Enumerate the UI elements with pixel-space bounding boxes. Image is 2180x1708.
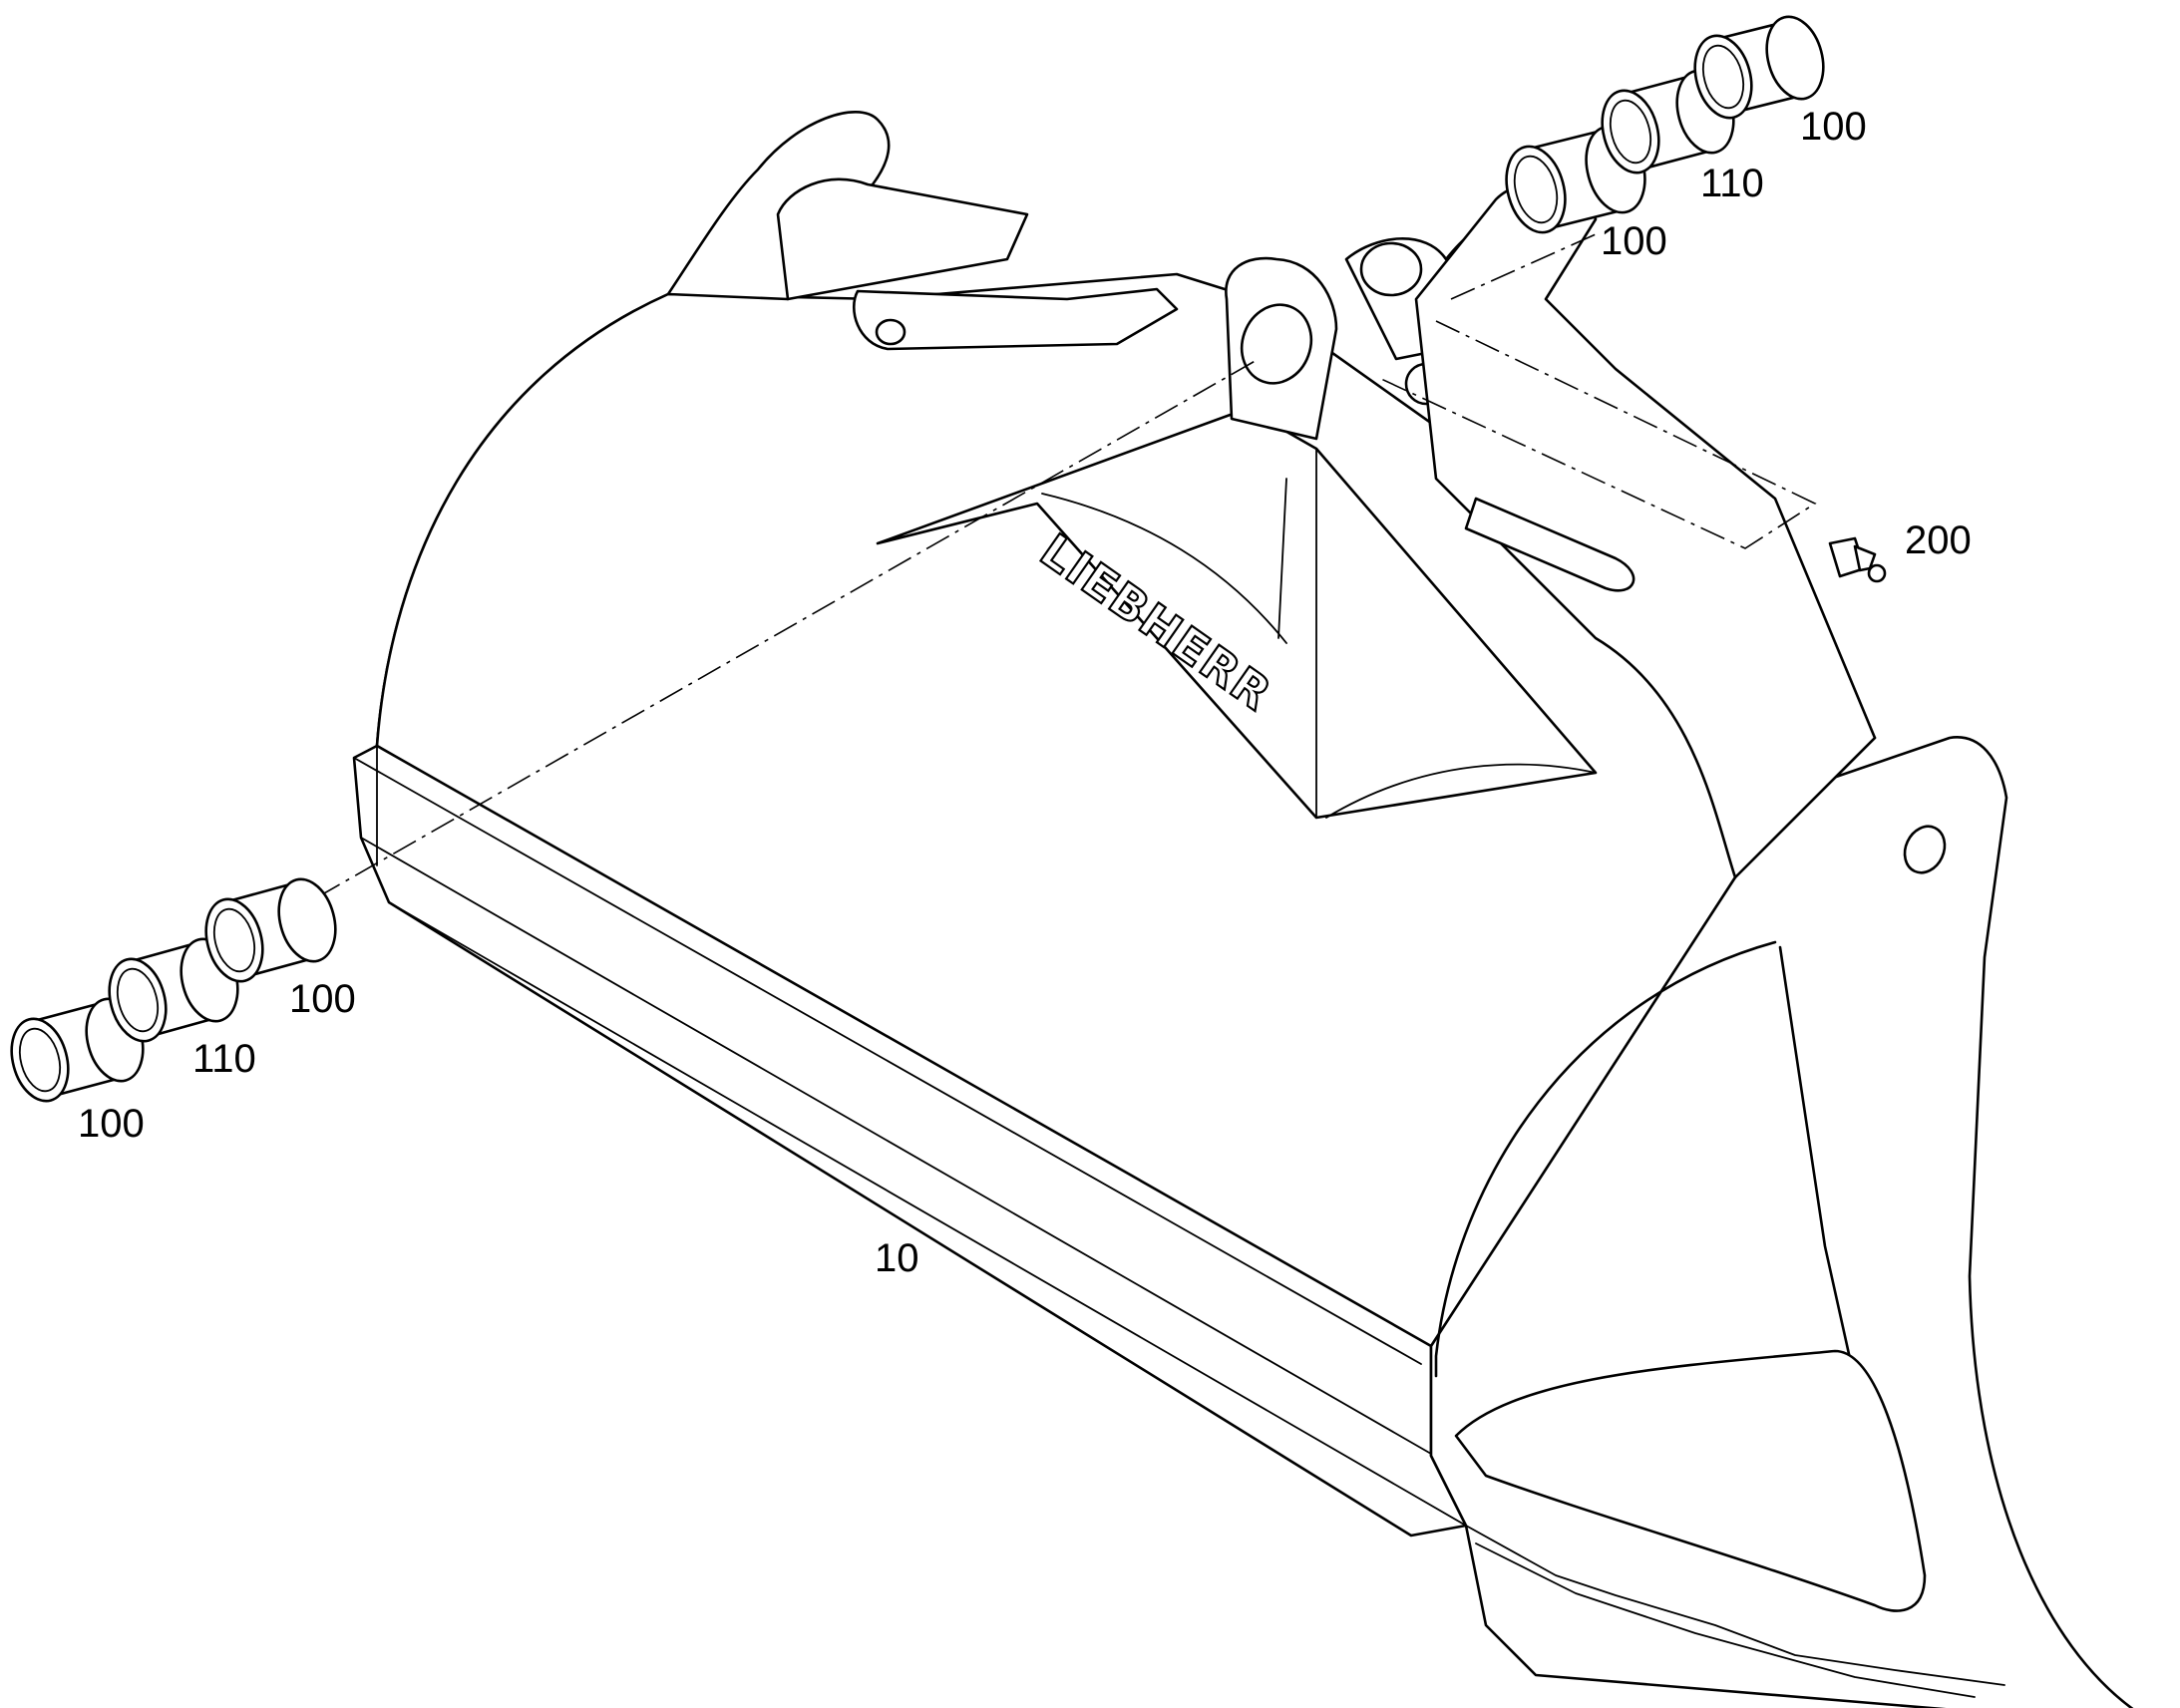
right-bushing-stack xyxy=(1505,15,1825,234)
callout-bushing: 100 xyxy=(289,977,356,1021)
right-lug-bore xyxy=(1359,241,1423,297)
callout-grease-nipple: 200 xyxy=(1905,518,1972,562)
bucket-wear-plate xyxy=(1454,1349,1927,1612)
axis-line-right xyxy=(1380,320,1817,549)
left-boss xyxy=(776,177,1029,301)
bushing-icon xyxy=(204,877,337,983)
callout-bushing: 100 xyxy=(1601,219,1667,263)
callout-bushing: 100 xyxy=(78,1102,145,1146)
left-lug-bore xyxy=(1240,303,1313,385)
left-bushing-stack xyxy=(10,877,337,1103)
callout-bushing: 110 xyxy=(192,1037,256,1081)
link-tab xyxy=(853,287,1179,351)
callout-bushing: 110 xyxy=(1700,162,1764,205)
right-slot xyxy=(1464,497,1635,592)
bushing-icon xyxy=(1693,15,1825,120)
callout-bucket: 10 xyxy=(875,1236,919,1280)
left-rib xyxy=(666,111,891,301)
callout-bushing: 100 xyxy=(1800,105,1867,149)
grease-nipple-icon xyxy=(1828,536,1887,583)
hinge-mount xyxy=(666,111,1877,879)
axis-line-left xyxy=(316,358,1260,898)
bushing-icon xyxy=(1505,125,1646,234)
side-plate-hole xyxy=(1903,825,1947,874)
bushing-icon xyxy=(10,997,145,1103)
